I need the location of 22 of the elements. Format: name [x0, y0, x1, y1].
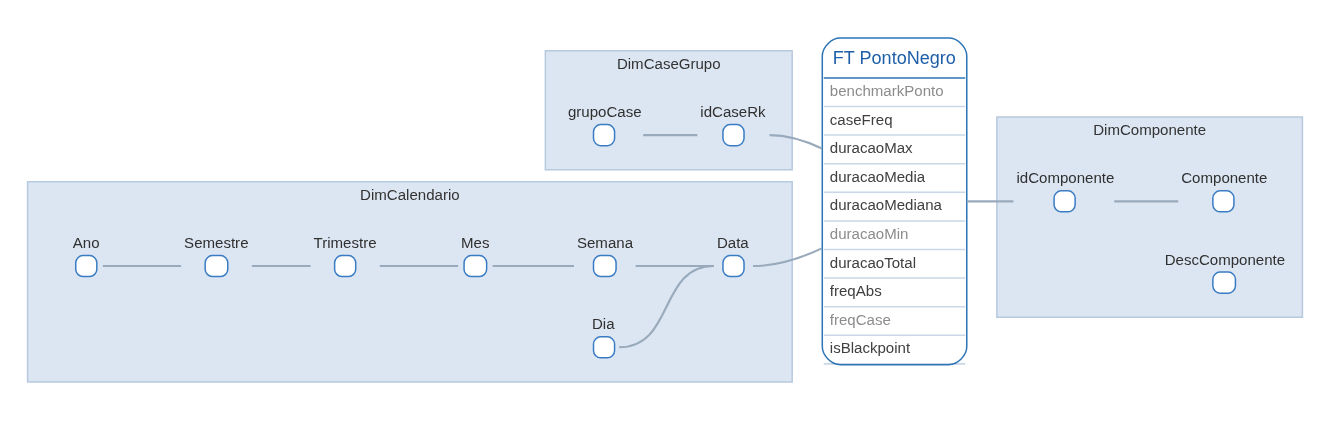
connector: [379, 265, 459, 268]
connector: [966, 200, 1014, 203]
node-label: Componente: [1181, 169, 1268, 187]
node-label: DescComponente: [1164, 250, 1286, 268]
node-label: Semestre: [184, 233, 249, 251]
connector: [618, 265, 715, 349]
node-label: Trimestre: [313, 233, 377, 251]
node-label: Ano: [72, 233, 100, 251]
node-label: idComponente: [1016, 169, 1115, 187]
connector: [753, 247, 823, 268]
connector: [492, 265, 574, 268]
connector: [1114, 200, 1179, 203]
connector: [769, 134, 823, 150]
connector: [251, 265, 311, 268]
node-label: Data: [716, 233, 749, 251]
node-label: idCaseRk: [700, 103, 766, 121]
node-label: Mes: [461, 233, 490, 251]
connector: [643, 134, 698, 137]
node-label: grupoCase: [567, 103, 642, 121]
node-label: Dia: [592, 315, 615, 333]
node-label: Semana: [576, 233, 633, 251]
connector: [102, 265, 182, 268]
